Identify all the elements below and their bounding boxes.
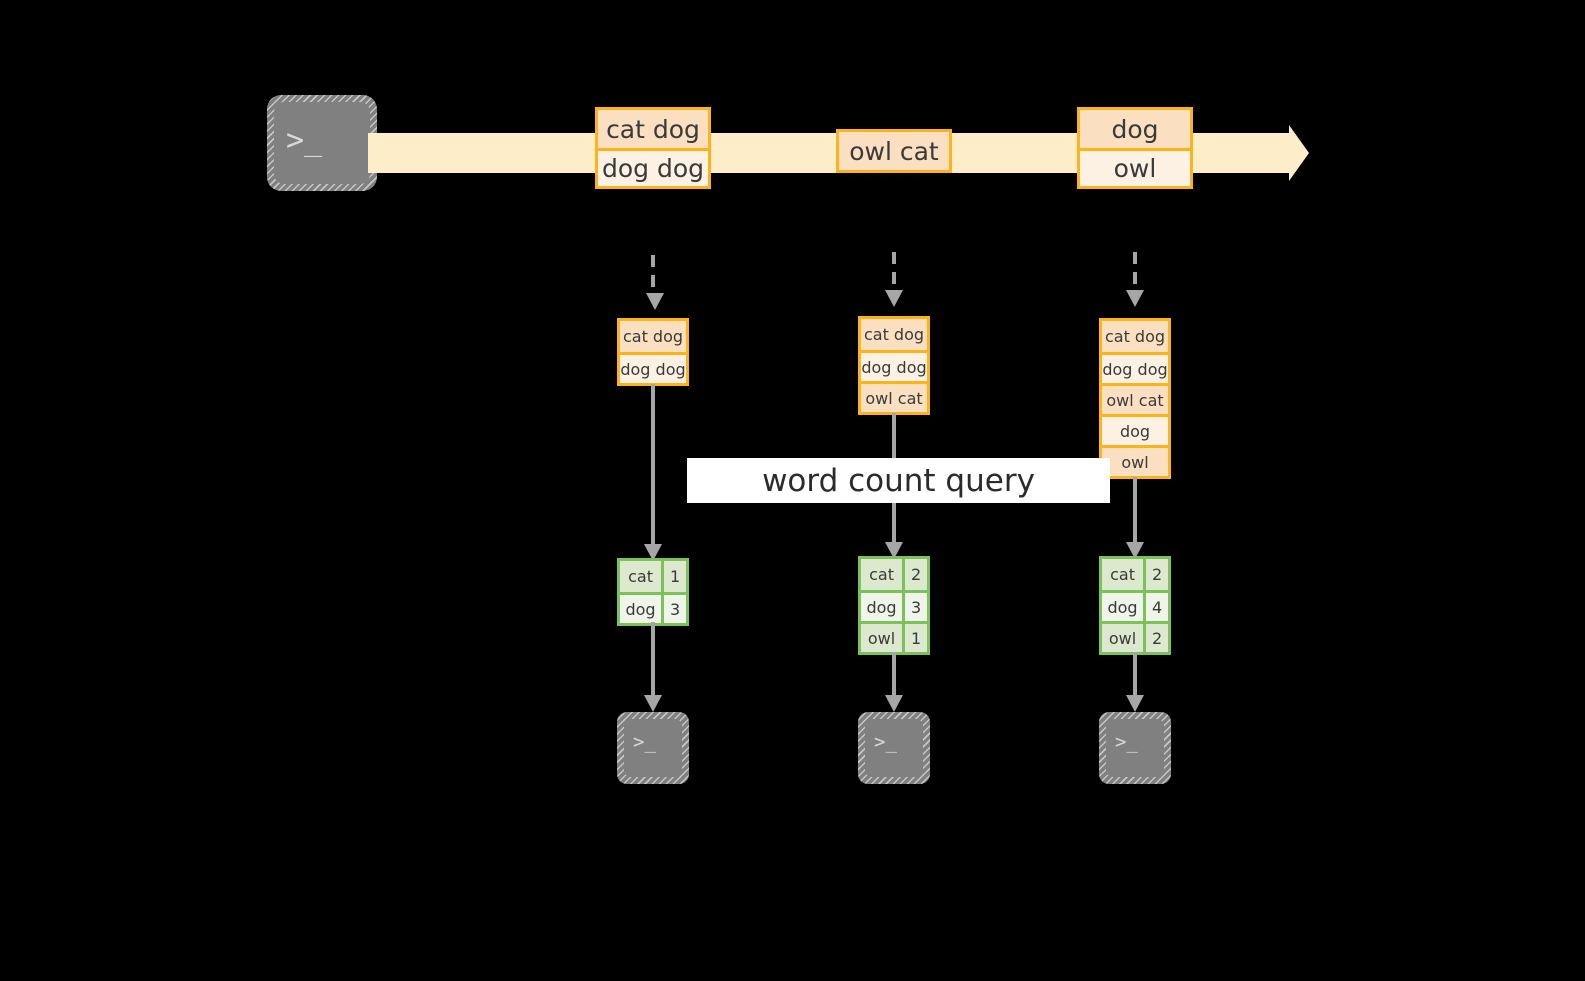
table-row: dog 3 bbox=[620, 592, 686, 623]
terminal-prompt-glyph: >_ bbox=[286, 123, 323, 158]
stream-to-snapshot-arrowhead-1 bbox=[646, 293, 664, 310]
snapshot-input-line: dog dog bbox=[1102, 352, 1168, 383]
terminal-screen: >_ bbox=[274, 102, 370, 184]
terminal-screen: >_ bbox=[624, 719, 682, 777]
stream-record-3: dog owl bbox=[1077, 107, 1193, 189]
terminal-prompt-glyph: >_ bbox=[1115, 731, 1138, 753]
query-connector-1 bbox=[651, 384, 655, 554]
result-word: cat bbox=[1102, 559, 1144, 590]
table-row: owl 2 bbox=[1102, 621, 1168, 652]
result-to-sink-arrowhead-2 bbox=[885, 695, 903, 712]
result-count: 4 bbox=[1143, 593, 1168, 621]
stream-to-snapshot-connector-3 bbox=[1133, 252, 1137, 294]
table-row: cat 1 bbox=[620, 561, 686, 592]
result-table-3: cat 2 dog 4 owl 2 bbox=[1099, 556, 1171, 655]
result-count: 3 bbox=[661, 595, 686, 623]
snapshot-input-2: cat dog dog dog owl cat bbox=[858, 316, 930, 415]
sink-terminal-icon-1: >_ bbox=[617, 712, 689, 784]
result-count: 2 bbox=[1143, 559, 1168, 590]
query-arrowhead-2 bbox=[885, 542, 903, 559]
result-table-1: cat 1 dog 3 bbox=[617, 558, 689, 626]
query-arrowhead-1 bbox=[644, 544, 662, 561]
source-terminal-icon: >_ bbox=[267, 95, 377, 191]
stream-record-line: owl bbox=[1080, 148, 1190, 186]
result-to-sink-arrowhead-1 bbox=[644, 695, 662, 712]
table-row: dog 3 bbox=[861, 590, 927, 621]
result-count: 2 bbox=[1143, 624, 1168, 652]
terminal-prompt-glyph: >_ bbox=[874, 731, 897, 753]
stream-arrow-head bbox=[1289, 125, 1309, 181]
snapshot-input-line: cat dog bbox=[620, 321, 686, 352]
result-word: cat bbox=[861, 559, 903, 590]
snapshot-input-line: owl cat bbox=[1102, 383, 1168, 414]
table-row: owl 1 bbox=[861, 621, 927, 652]
snapshot-input-line: dog dog bbox=[620, 352, 686, 383]
table-row: cat 2 bbox=[1102, 559, 1168, 590]
table-row: dog 4 bbox=[1102, 590, 1168, 621]
stream-record-line: owl cat bbox=[839, 132, 949, 170]
result-word: owl bbox=[1102, 624, 1144, 652]
sink-terminal-icon-2: >_ bbox=[858, 712, 930, 784]
snapshot-input-line: dog dog bbox=[861, 350, 927, 381]
query-label: word count query bbox=[687, 458, 1110, 503]
stream-to-snapshot-arrowhead-3 bbox=[1126, 290, 1144, 307]
stream-record-line: dog bbox=[1080, 110, 1190, 148]
result-word: dog bbox=[620, 595, 662, 623]
query-connector-3 bbox=[1133, 477, 1137, 552]
stream-record-line: dog dog bbox=[598, 148, 708, 186]
result-count: 1 bbox=[902, 624, 927, 652]
result-count: 3 bbox=[902, 593, 927, 621]
result-to-sink-connector-1 bbox=[651, 622, 655, 702]
stream-to-snapshot-connector-2 bbox=[892, 252, 896, 294]
snapshot-input-line: cat dog bbox=[1102, 321, 1168, 352]
result-to-sink-connector-3 bbox=[1133, 652, 1137, 702]
snapshot-input-line: owl cat bbox=[861, 381, 927, 412]
stream-record-line: cat dog bbox=[598, 110, 708, 148]
query-arrowhead-3 bbox=[1126, 542, 1144, 559]
stream-to-snapshot-arrowhead-2 bbox=[885, 290, 903, 307]
terminal-prompt-glyph: >_ bbox=[633, 731, 656, 753]
result-word: owl bbox=[861, 624, 903, 652]
snapshot-input-3: cat dog dog dog owl cat dog owl bbox=[1099, 318, 1171, 479]
terminal-screen: >_ bbox=[865, 719, 923, 777]
result-count: 2 bbox=[902, 559, 927, 590]
sink-terminal-icon-3: >_ bbox=[1099, 712, 1171, 784]
result-count: 1 bbox=[661, 561, 686, 592]
result-word: dog bbox=[861, 593, 903, 621]
stream-record-2: owl cat bbox=[836, 129, 952, 173]
terminal-screen: >_ bbox=[1106, 719, 1164, 777]
snapshot-input-line: cat dog bbox=[861, 319, 927, 350]
snapshot-input-line: dog bbox=[1102, 414, 1168, 445]
table-row: cat 2 bbox=[861, 559, 927, 590]
stream-to-snapshot-connector-1 bbox=[651, 255, 655, 297]
result-word: dog bbox=[1102, 593, 1144, 621]
result-to-sink-arrowhead-3 bbox=[1126, 695, 1144, 712]
snapshot-input-1: cat dog dog dog bbox=[617, 318, 689, 386]
result-to-sink-connector-2 bbox=[892, 652, 896, 702]
result-word: cat bbox=[620, 561, 662, 592]
stream-record-1: cat dog dog dog bbox=[595, 107, 711, 189]
snapshot-input-line: owl bbox=[1102, 445, 1168, 476]
result-table-2: cat 2 dog 3 owl 1 bbox=[858, 556, 930, 655]
